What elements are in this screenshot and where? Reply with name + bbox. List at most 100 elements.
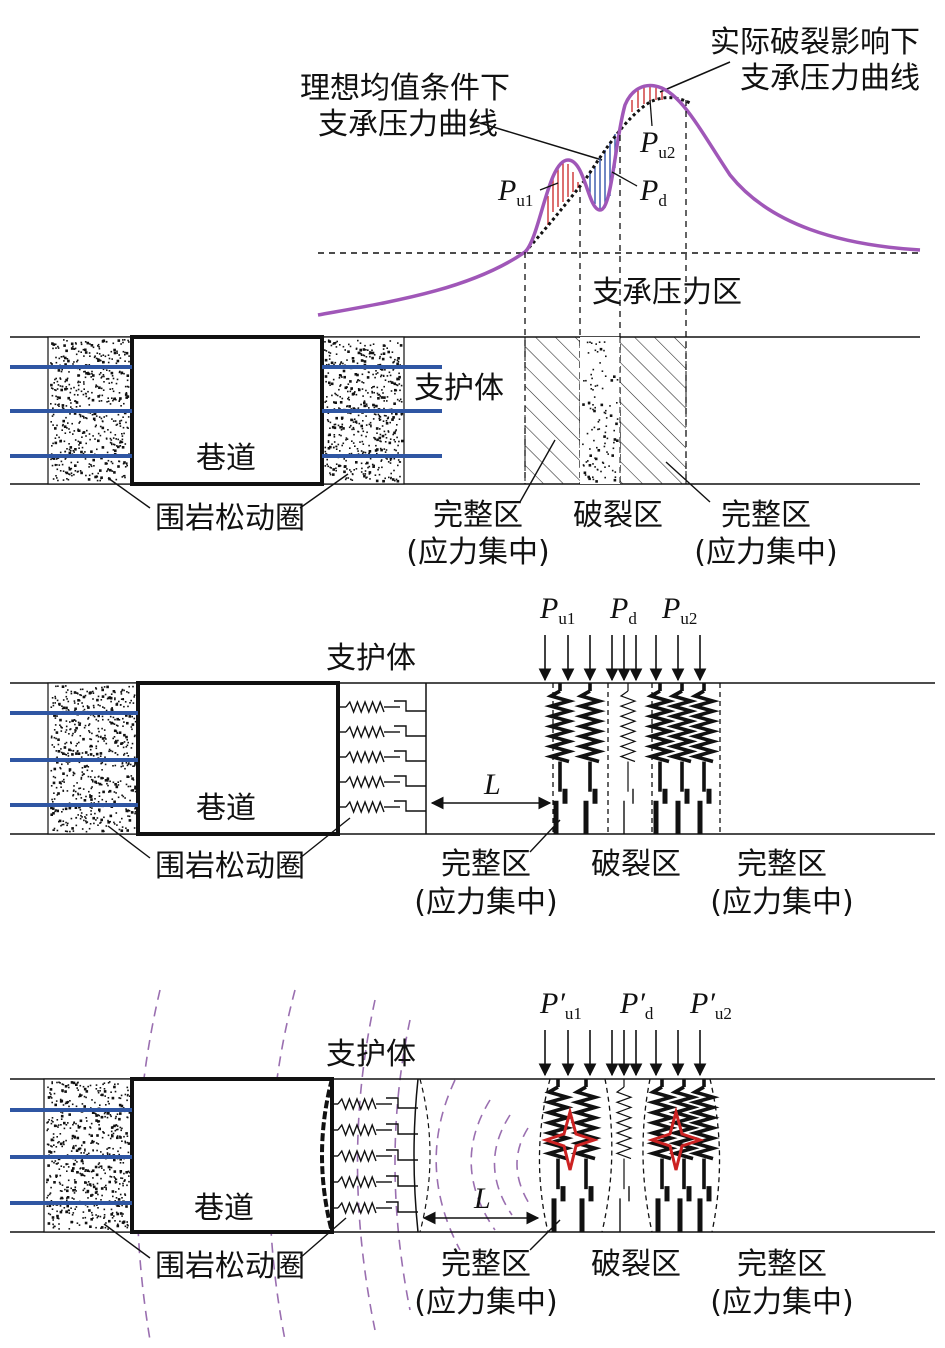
panel-2: Pu1 Pd Pu2 支护体 巷道 L (10, 592, 935, 920)
support-spring (330, 1123, 418, 1137)
zone-outlines (538, 1078, 721, 1233)
actual-curve-leader (659, 61, 731, 93)
intact-rock-spring (666, 683, 698, 834)
fractured-rock-spring (619, 683, 637, 834)
pd-label: Pd (639, 174, 667, 210)
intact-rock-spring (644, 683, 676, 834)
support-spring (338, 800, 426, 814)
intact-rock-spring (646, 1079, 678, 1232)
intact-rock-spring (574, 683, 606, 834)
loose-circle-label: 围岩松动圈 (155, 501, 305, 536)
actual-curve-label-line2: 支承压力曲线 (740, 61, 920, 96)
pu2-load-label: Pu2 (661, 592, 697, 628)
fractured-rock-spring (615, 1079, 633, 1232)
rock-bolts (10, 365, 442, 458)
intact-right-label-2: (应力集中) (710, 1285, 853, 1320)
distance-label: L (483, 768, 501, 801)
loose-label-leader-right (299, 1217, 347, 1259)
panel-1: 实际破裂影响下 支承压力曲线 理想均值条件下 支承压力曲线 (10, 25, 921, 570)
intact-zone-right (619, 336, 687, 485)
intact-right-leader (665, 461, 711, 503)
pu1-prime-load-label: P′u1 (539, 987, 582, 1023)
intact-rock-spring (668, 1079, 700, 1232)
support-spring (330, 1201, 418, 1215)
pu2-leader (649, 99, 653, 127)
support-spring (338, 725, 426, 739)
support-body-label: 支护体 (414, 371, 504, 406)
actual-pressure-curve (317, 83, 921, 317)
intact-right-label-1: 完整区 (737, 847, 827, 882)
pd-leader (611, 171, 638, 187)
support-plate (413, 1078, 419, 1233)
fracture-star-icon (541, 1106, 599, 1171)
intact-left-label-1: 完整区 (441, 1247, 531, 1282)
loose-label-leader-right (299, 473, 349, 509)
loose-label-leader-left (103, 1223, 151, 1259)
fracture-label: 破裂区 (591, 847, 681, 882)
loose-circle-label: 围岩松动圈 (155, 1249, 305, 1284)
support-spring (338, 775, 426, 789)
pu1-leader (539, 182, 559, 191)
load-arrows (538, 635, 707, 682)
intact-rock-spring (688, 1079, 720, 1232)
support-pressure-zone-label: 支承压力区 (592, 275, 742, 310)
support-spring (330, 1175, 418, 1189)
pu2-prime-load-label: P′u2 (689, 987, 732, 1023)
support-spring (330, 1097, 418, 1111)
intact-zone-left (524, 336, 581, 485)
intact-rock-spring (542, 1079, 574, 1232)
roadway-label: 巷道 (196, 441, 256, 476)
support-springs (338, 700, 426, 814)
intact-right-label-2: (应力集中) (694, 535, 837, 570)
intact-left-label-1: 完整区 (433, 498, 523, 533)
support-spring (338, 700, 426, 714)
support-spring (330, 1149, 418, 1163)
ideal-curve-label-line1: 理想均值条件下 (300, 71, 510, 106)
pd-prime-load-label: P′d (619, 987, 654, 1023)
rock-springs (542, 1079, 720, 1232)
ideal-curve-leader (469, 119, 603, 161)
intact-left-leader (529, 1219, 561, 1251)
support-zone-outline (419, 1078, 431, 1233)
intact-left-label-1: 完整区 (441, 847, 531, 882)
intact-left-leader (529, 819, 561, 853)
intact-right-label-1: 完整区 (737, 1247, 827, 1282)
pd-load-label: Pd (609, 592, 637, 628)
pu1-label: Pu1 (497, 174, 533, 210)
intact-right-label-1: 完整区 (721, 498, 811, 533)
roadway-label: 巷道 (196, 791, 256, 826)
intact-left-label-2: (应力集中) (414, 1285, 557, 1320)
loose-label-leader-right (299, 817, 351, 859)
intact-left-label-2: (应力集中) (414, 885, 557, 920)
support-spring (338, 750, 426, 764)
fracture-label: 破裂区 (573, 498, 663, 533)
support-body-label: 支护体 (326, 1037, 416, 1072)
pu1-load-label: Pu1 (539, 592, 575, 628)
intact-rock-spring (688, 683, 720, 834)
distance-label: L (473, 1182, 491, 1215)
deformed-wall (320, 1078, 334, 1233)
ideal-curve-label-line2: 支承压力曲线 (318, 107, 498, 142)
intact-left-label-2: (应力集中) (406, 535, 549, 570)
intact-rock-spring (570, 1079, 602, 1232)
fracture-label: 破裂区 (591, 1247, 681, 1282)
support-body-label: 支护体 (326, 641, 416, 676)
intact-rock-spring (544, 683, 576, 834)
roadway-box (130, 335, 324, 486)
loose-rock-speckle (582, 341, 619, 483)
panel-3: P′u1 P′d P′u2 支护体 巷道 L (10, 987, 935, 1341)
rock-bolts (10, 1108, 132, 1205)
ideal-pressure-curve (523, 96, 691, 254)
load-arrows (538, 1030, 707, 1077)
rock-springs (544, 683, 720, 834)
intact-left-leader (519, 439, 556, 503)
loose-label-leader-left (107, 477, 151, 509)
intact-right-label-2: (应力集中) (710, 885, 853, 920)
roadway-box (136, 681, 340, 836)
support-springs (330, 1097, 418, 1215)
pu2-label: Pu2 (639, 126, 675, 162)
actual-curve-label-line1: 实际破裂影响下 (710, 25, 920, 60)
fracture-star-icon (647, 1106, 705, 1171)
rock-bolts (10, 711, 138, 807)
